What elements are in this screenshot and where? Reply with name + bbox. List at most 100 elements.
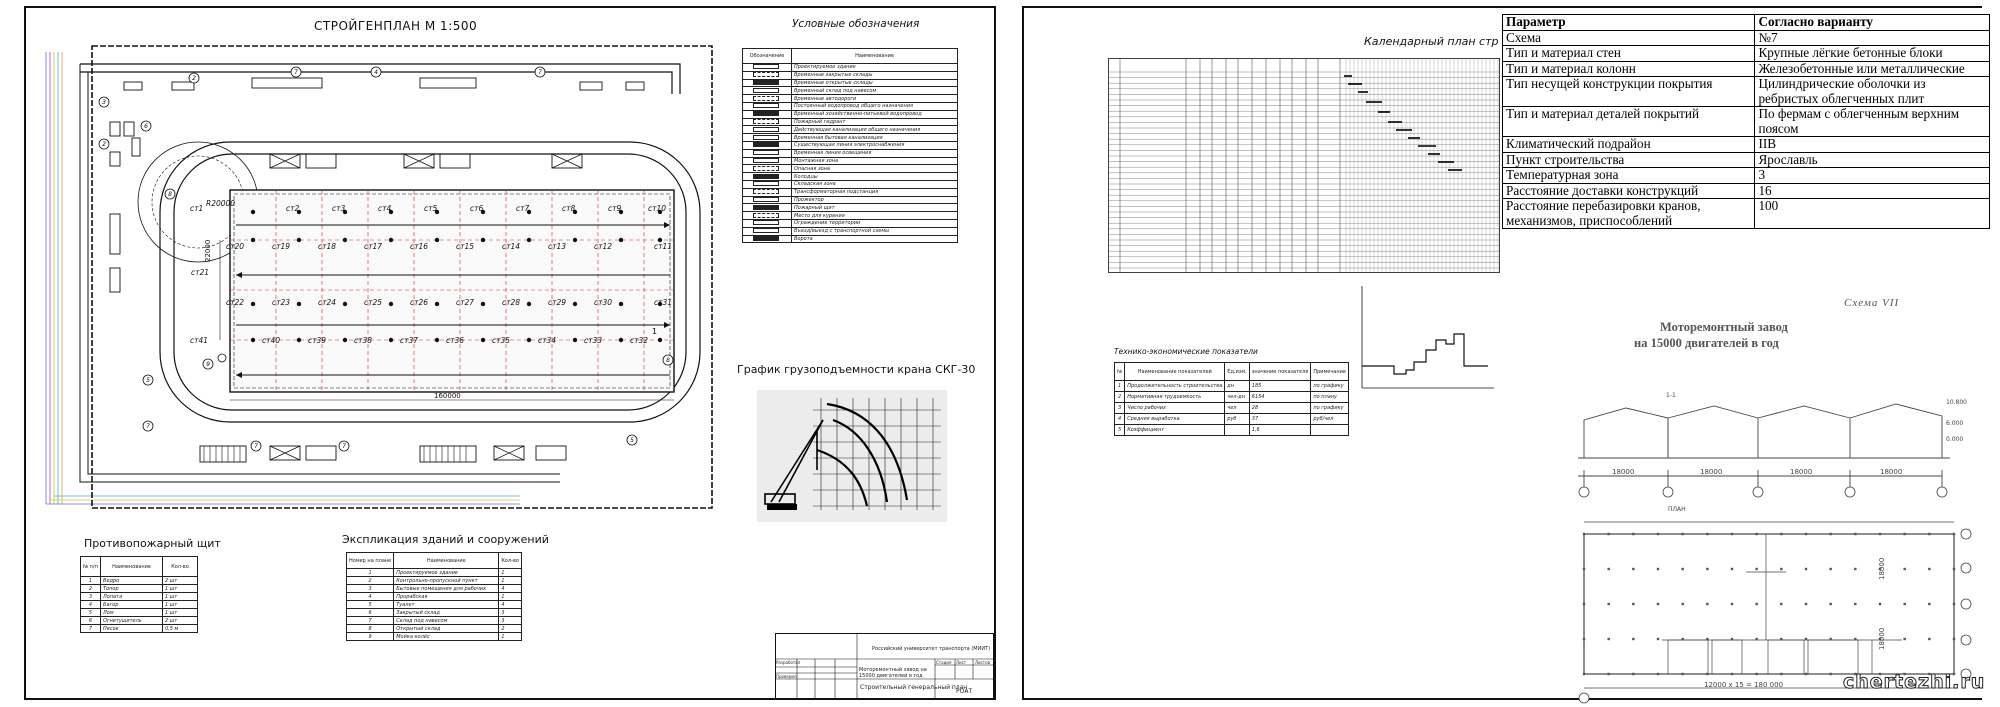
radius-label: R20000 bbox=[206, 199, 236, 208]
fire-row-cell: Лопата bbox=[100, 592, 163, 601]
fire-header-name: Наименование bbox=[100, 556, 163, 577]
expl-row-cell: 3 bbox=[345, 584, 395, 593]
param-value: По фермам с облегченным верхним поясом bbox=[1754, 106, 1990, 137]
param-name: Пункт строительства bbox=[1501, 151, 1756, 168]
crane-stop-label: ст31 bbox=[654, 298, 673, 307]
tep-row-cell: по графику bbox=[1310, 380, 1349, 392]
expl-row-cell: 7 bbox=[345, 616, 395, 625]
legend-item-name: Складская зона bbox=[791, 179, 958, 189]
legend-symbol bbox=[742, 140, 792, 150]
tep-row-cell: 5 bbox=[1113, 424, 1126, 436]
param-value: №7 bbox=[1754, 29, 1990, 46]
legend-header-symbol: Обозначение bbox=[742, 48, 792, 64]
fire-header-num: № п/п bbox=[79, 556, 102, 577]
crane-stop-label: ст27 bbox=[456, 298, 475, 307]
tep-row-cell: Продолжительность строительства bbox=[1124, 380, 1226, 392]
legend-symbol-mark bbox=[753, 95, 779, 101]
svg-text:4: 4 bbox=[374, 69, 378, 76]
stamp-code: РОАТ bbox=[956, 688, 973, 695]
param-name: Тип и материал колонн bbox=[1501, 60, 1756, 77]
param-name: Тип несущей конструкции покрытия bbox=[1501, 76, 1756, 107]
legend-symbol-mark bbox=[753, 181, 779, 187]
title-block bbox=[775, 633, 994, 699]
scheme-label: Схема VII bbox=[1844, 297, 1900, 309]
legend-symbol bbox=[742, 234, 792, 244]
legend-symbol-mark bbox=[753, 111, 779, 117]
expl-row-cell: Мойка колёс bbox=[393, 632, 500, 641]
elevation-top: 10.800 bbox=[1946, 399, 1967, 406]
expl-row-cell: Туалет bbox=[393, 600, 500, 609]
fire-row-cell: 1 шт bbox=[162, 608, 198, 617]
legend-symbol-mark bbox=[753, 64, 779, 70]
crane-stop-label: ст41 bbox=[190, 336, 209, 345]
legend-title: Условные обозначения bbox=[792, 18, 920, 30]
section-drawing bbox=[1578, 403, 1950, 498]
param-header-name: Параметр bbox=[1501, 14, 1756, 31]
legend-symbol-mark bbox=[753, 158, 779, 163]
legend-item-name: Опасная зона bbox=[791, 164, 958, 174]
fire-row-cell: Багор bbox=[100, 600, 163, 609]
crane-stop-label: ст26 bbox=[410, 298, 429, 307]
crane-stop-label: ст10 bbox=[648, 204, 667, 213]
crane-stop-label: ст15 bbox=[456, 242, 475, 251]
tep-row-cell: дн bbox=[1224, 380, 1250, 392]
legend-item-name: Въезд/выезд с транспортной схемы bbox=[791, 226, 958, 236]
stamp-label-sheets: Листов bbox=[975, 660, 990, 665]
param-name: Расстояние доставки конструкций bbox=[1501, 182, 1756, 199]
elevation-mid: 6.000 bbox=[1946, 420, 1964, 427]
span-dim-2: 18000 bbox=[1700, 468, 1723, 476]
legend-item-name: Проектируемое здание bbox=[791, 63, 958, 72]
legend-item-name: Временные открытые склады bbox=[791, 78, 958, 88]
legend-symbol-mark bbox=[753, 134, 779, 140]
tep-header-value: значение показателя bbox=[1248, 362, 1312, 381]
stamp-label-stage: Стадия bbox=[936, 660, 952, 665]
param-value: 3 bbox=[1754, 167, 1990, 184]
param-value: 100 bbox=[1754, 198, 1990, 229]
crane-stop-label: ст13 bbox=[548, 242, 567, 251]
crane-stop-label: ст9 bbox=[608, 204, 622, 213]
legend-symbol-mark bbox=[753, 72, 779, 78]
legend-symbol bbox=[742, 117, 792, 127]
explication-title: Экспликация зданий и сооружений bbox=[342, 533, 549, 546]
legend-symbol bbox=[742, 109, 792, 119]
workers-histogram bbox=[1361, 286, 1494, 389]
param-row: Расстояние перебазировки кранов, механиз… bbox=[1501, 198, 1990, 229]
tep-row-cell: 185 bbox=[1248, 380, 1312, 392]
crane-stop-label: ст30 bbox=[594, 298, 613, 307]
calendar-plan-table bbox=[1108, 58, 1500, 273]
svg-text:1: 1 bbox=[652, 327, 657, 336]
expl-header-qty: Кол-во bbox=[498, 552, 522, 569]
crane-stop-label: ст18 bbox=[318, 242, 337, 251]
fire-row-cell: 4 bbox=[79, 600, 102, 609]
svg-text:7: 7 bbox=[254, 443, 258, 450]
legend-item-name: Постоянный водопровод общего назначения bbox=[791, 101, 958, 111]
svg-text:7: 7 bbox=[342, 443, 346, 450]
site-plan-title: СТРОЙГЕНПЛАН М 1:500 bbox=[314, 19, 478, 33]
legend-item-name: Временная бытовая канализация bbox=[791, 133, 958, 142]
legend-symbol bbox=[742, 187, 792, 197]
svg-text:8: 8 bbox=[168, 191, 172, 198]
svg-text:6: 6 bbox=[144, 123, 148, 130]
legend-item-name: Временные автодороги bbox=[791, 94, 958, 103]
legend-symbol bbox=[742, 164, 792, 174]
crane-stop-label: ст33 bbox=[584, 336, 603, 345]
legend-item-name: Временные закрытые склады bbox=[791, 70, 958, 80]
span-dim-1: 18000 bbox=[1612, 468, 1635, 476]
legend-symbol-mark bbox=[753, 80, 779, 85]
svg-text:8: 8 bbox=[666, 357, 670, 364]
legend-symbol-mark bbox=[753, 228, 779, 234]
legend-item-name: Монтажная зона bbox=[791, 156, 958, 166]
legend-symbol bbox=[742, 179, 792, 189]
